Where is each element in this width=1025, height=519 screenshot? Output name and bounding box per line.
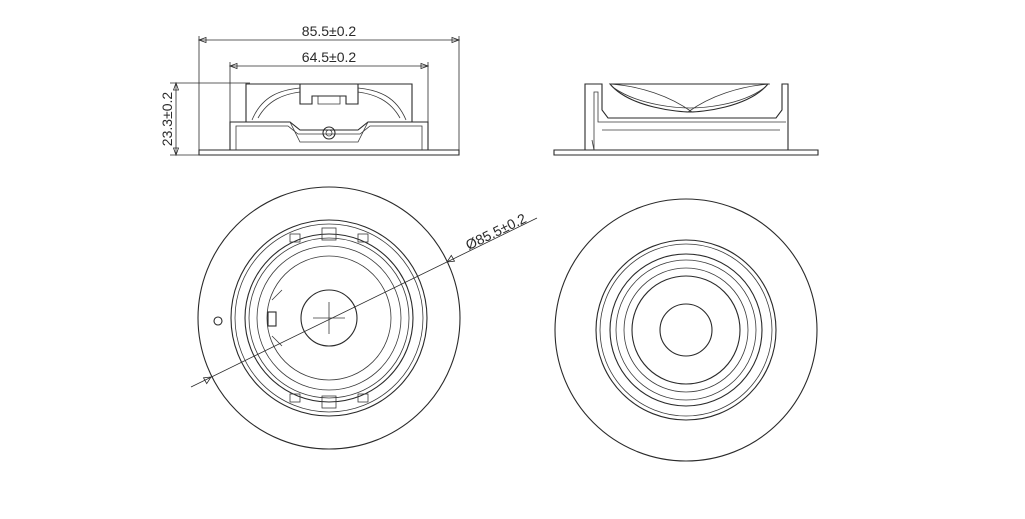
dimension-outer-diameter: Ø85.5±0.2 [190, 210, 538, 388]
dimension-label-outer-width: 85.5±0.2 [302, 23, 357, 39]
dimension-height: 23.3±0.2 [159, 81, 250, 157]
front-section-view: 85.5±0.2 64.5±0.2 23.3±0.2 [159, 23, 461, 157]
side-view [553, 83, 819, 156]
front-body-outline [198, 83, 460, 156]
dimension-inner-width: 64.5±0.2 [228, 49, 430, 122]
top-view: Ø85.5±0.2 [190, 186, 538, 450]
center-circle [300, 289, 358, 347]
dimension-label-outer-diameter: Ø85.5±0.2 [463, 210, 529, 253]
bottom-view [554, 198, 818, 462]
bottom-outer-circle [554, 198, 818, 462]
dimension-outer-width: 85.5±0.2 [197, 23, 461, 152]
bottom-center-circle [659, 303, 713, 357]
outer-flange-circle [197, 186, 461, 450]
dimension-label-inner-width: 64.5±0.2 [302, 49, 357, 65]
dimension-label-height: 23.3±0.2 [159, 92, 175, 147]
